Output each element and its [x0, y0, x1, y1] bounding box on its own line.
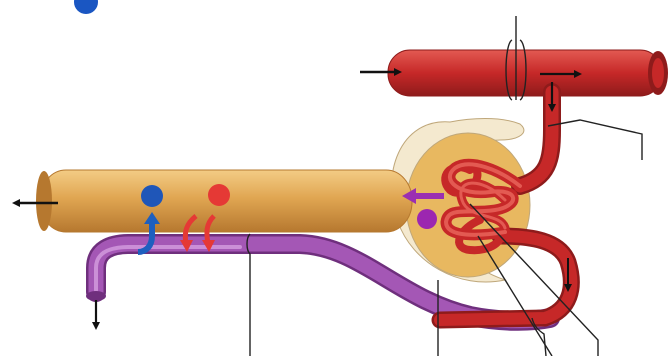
afferent-arteriole [520, 92, 552, 186]
corner-badge-icon [74, 0, 98, 14]
leader-afferent [548, 120, 642, 160]
blue-circle-icon [141, 185, 163, 207]
afferent-artery-trunk [388, 50, 668, 96]
red-circle-icon [208, 184, 230, 206]
purple-circle-icon [417, 209, 437, 229]
leader-glomerulus-2 [478, 236, 552, 356]
